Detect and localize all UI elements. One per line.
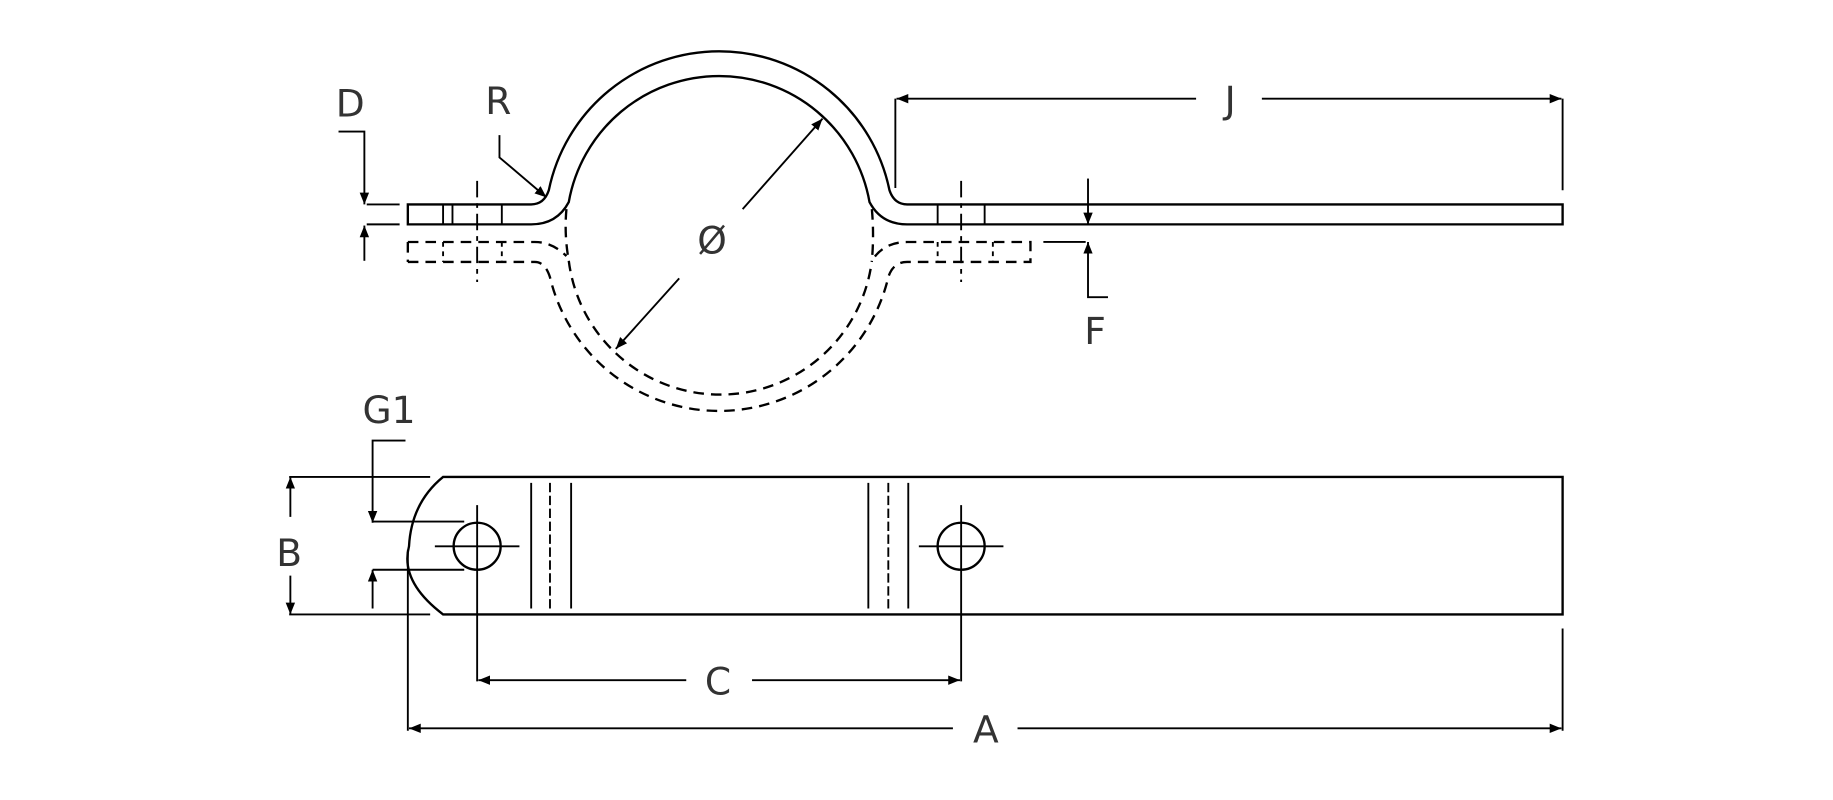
- dimension-g1: G1: [363, 388, 465, 609]
- label-f: F: [1084, 309, 1106, 353]
- dimension-a: A: [406, 549, 1564, 751]
- plan-view-strap: [406, 475, 1564, 682]
- dimension-d: D: [336, 81, 400, 261]
- dimension-b: B: [276, 476, 431, 616]
- label-c: C: [705, 659, 731, 703]
- label-r: R: [485, 79, 511, 123]
- label-b: B: [276, 531, 302, 575]
- dimension-r: R: [485, 79, 548, 199]
- side-view-clamp: [406, 50, 1564, 282]
- side-view-hidden-clamp: [406, 208, 1032, 413]
- label-d: D: [336, 81, 365, 125]
- label-j: J: [1223, 78, 1236, 122]
- label-diameter: Ø: [697, 219, 727, 263]
- label-g1: G1: [363, 388, 416, 432]
- dimension-diameter: Ø: [615, 118, 824, 350]
- label-a: A: [973, 707, 999, 751]
- dimension-j: J: [894, 78, 1564, 191]
- dimension-f: F: [1043, 178, 1108, 353]
- dimension-c: C: [478, 659, 960, 703]
